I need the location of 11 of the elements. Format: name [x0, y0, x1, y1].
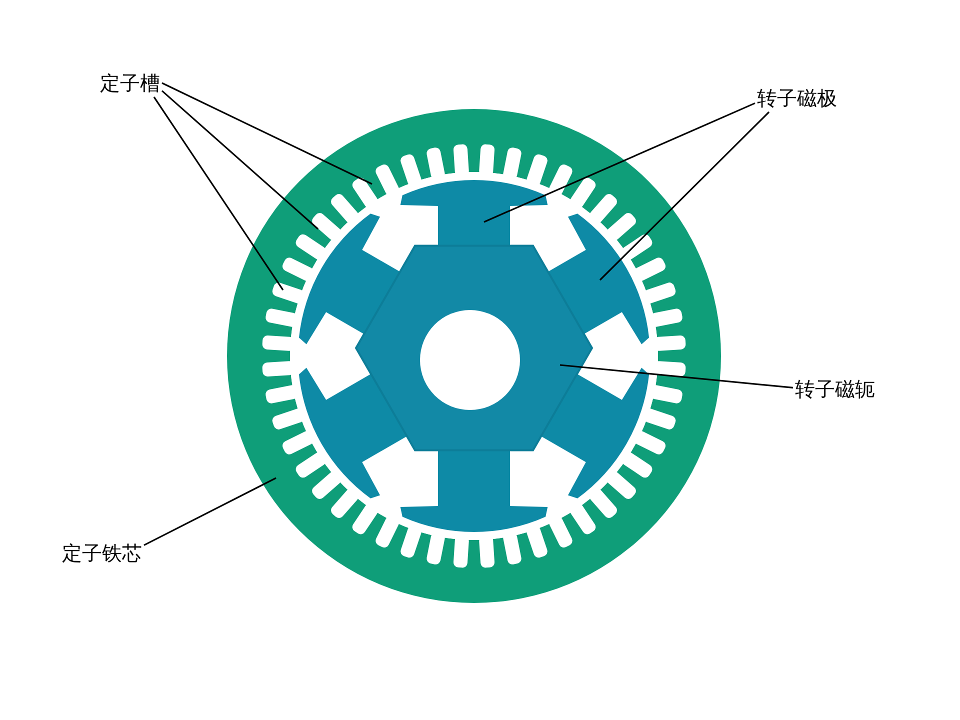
- part-label: 定子铁芯: [62, 540, 142, 566]
- leader-line: [144, 477, 276, 546]
- part-label: 转子磁轭: [795, 376, 875, 402]
- leader-line: [560, 364, 794, 388]
- leader-line: [161, 90, 319, 230]
- leader-line: [153, 96, 284, 290]
- part-label: 定子槽: [100, 70, 160, 96]
- leader-line: [599, 111, 770, 281]
- leader-line: [484, 102, 756, 223]
- leader-line: [162, 82, 372, 185]
- part-label: 转子磁极: [757, 85, 837, 111]
